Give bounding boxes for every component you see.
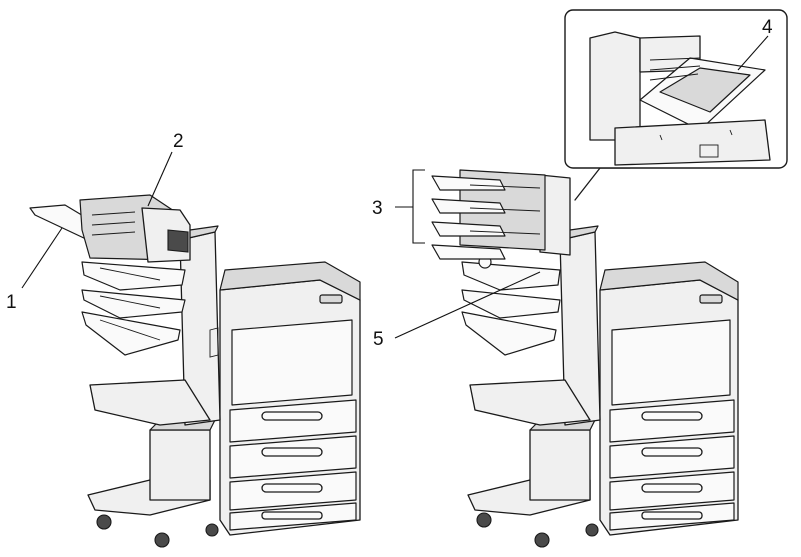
detail-inset (564, 9, 788, 201)
callout-label-5: 5 (373, 329, 384, 350)
right-stand (467, 419, 599, 548)
right-mailbin-unit (431, 169, 571, 260)
callout-label-3: 3 (372, 198, 383, 219)
right-output-trays (461, 255, 561, 356)
callout-2: 2 (147, 131, 184, 207)
callout-label-1: 1 (6, 292, 17, 313)
callout-3: 3 (372, 169, 425, 244)
callout-4: 4 (737, 17, 773, 71)
callout-5: 5 (373, 271, 541, 350)
callout-1: 1 (6, 227, 63, 313)
left-main-body (219, 261, 361, 536)
callout-label-4: 4 (762, 17, 773, 38)
left-top-unit (29, 194, 191, 263)
left-machine (29, 194, 361, 548)
right-main-body (599, 261, 739, 536)
left-finisher-tower (89, 225, 221, 426)
callout-label-2: 2 (173, 131, 184, 152)
left-output-trays (81, 261, 186, 356)
left-stand (87, 419, 219, 548)
right-machine (431, 169, 739, 548)
